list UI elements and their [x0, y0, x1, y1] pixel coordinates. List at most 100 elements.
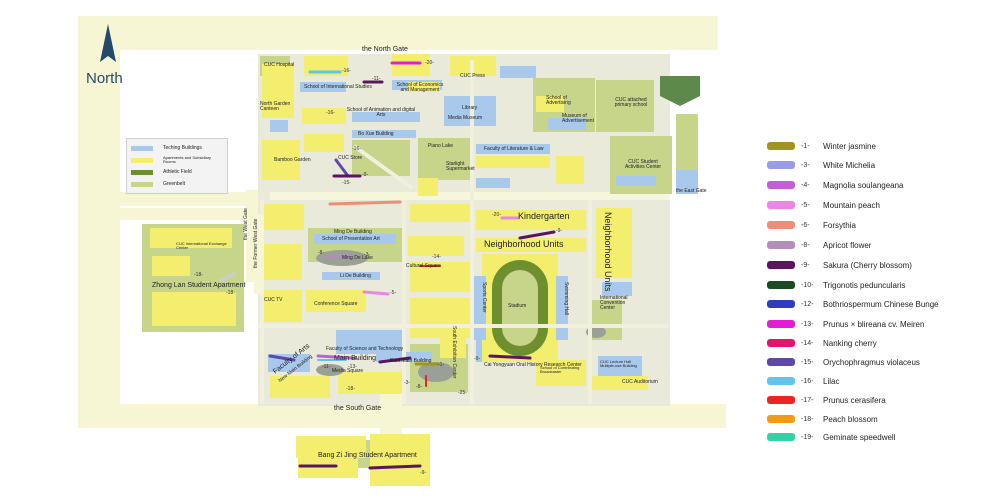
legend-row-15: -15- Orychophragmus violaceus [767, 354, 920, 370]
compass-arrow [100, 24, 116, 62]
legend-name-9: Sakura (Cherry blossom) [823, 260, 912, 270]
bld-kind-w [410, 204, 472, 222]
former-west-gate-bar [254, 214, 264, 294]
north-gate-label: the North Gate [362, 46, 408, 53]
legend-number-8: -8- [801, 241, 810, 249]
marker-text: -20- [425, 60, 434, 66]
label-cuc-tv: CUC TV [264, 297, 283, 303]
legend-number-5: -5- [801, 201, 810, 209]
marker-text: -8- [416, 384, 423, 390]
label-cuc-press: CUC Press [460, 73, 486, 79]
label-lit-law: Faculty of Literature & Law [484, 146, 544, 152]
key-row-teaching: Teching Buildings [131, 143, 202, 153]
legend-row-8: -8- Apricot flower [767, 237, 871, 253]
legend-name-4: Magnolia soulangeana [823, 180, 904, 190]
marker-text: -3- [364, 252, 371, 258]
bld-sculpture [536, 360, 586, 386]
legend-number-10: -10- [801, 281, 814, 289]
legend-number-1: -1- [801, 142, 810, 150]
north-road [78, 16, 718, 50]
label-intl-studies: School of International Studies [304, 84, 372, 90]
bld-west-mid [262, 204, 304, 230]
legend-name-17: Prunus cerasifera [823, 395, 886, 405]
marker-5 [362, 290, 390, 296]
marker-text: -11- [372, 76, 381, 82]
legend-row-17: -17- Prunus cerasifera [767, 392, 886, 408]
green-primary [596, 80, 654, 132]
bld-litlaw [476, 144, 550, 154]
bld-anim-yellow [302, 108, 346, 124]
former-west-gate-label: the Former West Gate [253, 218, 259, 268]
legend-swatch-1 [767, 142, 795, 150]
legend-name-1: Winter jasmine [823, 141, 876, 151]
legend-number-19: -19- [801, 433, 814, 441]
marker-text: -8- [318, 250, 325, 256]
bld-south-m [338, 372, 404, 394]
label-science-tech: Faculty of Science and Technology [326, 346, 404, 352]
legend-swatch-5 [767, 201, 795, 209]
legend-name-14: Nanking cherry [823, 338, 877, 348]
bld-bang3 [298, 458, 358, 478]
bld-museum-ad [548, 118, 586, 130]
bld-cultural-n [408, 236, 464, 256]
label-cai-yongyuan: Cai Yongyuan Oral History Research Cente… [484, 362, 582, 368]
legend-name-16: Lilac [823, 376, 840, 386]
zhong-lan-b [152, 256, 190, 276]
marker-9-main [378, 356, 412, 364]
label-advertising: School of Advertising [546, 95, 571, 106]
bld-hospital-side [270, 120, 288, 132]
south-gate-road [380, 394, 402, 434]
marker-text: -16- [342, 68, 351, 74]
bld-bamboo [262, 140, 300, 180]
label-cuc-hospital: CUC Hospital [264, 62, 295, 68]
label-economics: School of Economics and Management [396, 82, 444, 93]
marker-text: -9- [362, 172, 369, 178]
legend-row-6: -6- Forsythia [767, 217, 856, 233]
bld-lide [322, 272, 380, 280]
label-intl-conv: International Convention Center [600, 295, 628, 311]
legend-number-13: -13- [801, 320, 814, 328]
green-right [676, 114, 698, 170]
legend-swatch-4 [767, 181, 795, 189]
west-branch-road [120, 208, 260, 220]
marker-text: -3- [404, 380, 411, 386]
legend-number-18: -18- [801, 415, 814, 423]
media-square-pond [316, 364, 344, 376]
label-cuc-store: CUC Store [338, 155, 363, 161]
legend-row-1: -1- Winter jasmine [767, 138, 876, 154]
bld-mid-east [556, 156, 584, 184]
key-label-apartments: Apartments and Subsidiary Rooms [163, 155, 212, 164]
marker-15 [334, 158, 350, 178]
label-activities: CUC Student Activities Center [624, 159, 662, 170]
legend-swatch-10 [767, 281, 795, 289]
bld-intl [300, 82, 346, 92]
marker-text: -11- [322, 364, 331, 370]
bld-tv-n [264, 244, 302, 280]
legend-row-16: -16- Lilac [767, 373, 839, 389]
label-cultural: Cultural Square [406, 263, 441, 269]
label-zhong-lan: Zhong Lan Student Apartment [152, 282, 246, 289]
label-stadium: Stadium [508, 303, 527, 309]
bld-litlaw2 [476, 178, 510, 188]
legend-name-15: Orychophragmus violaceus [823, 357, 920, 367]
east-gate-label: the East Gate [676, 188, 707, 194]
label-primary-school: CUC attached primary school [614, 97, 648, 108]
marker-text: -4- [352, 356, 359, 362]
legend-row-3: -3- White Michelia [767, 157, 875, 173]
key-label-greenbelt: Greenbelt [163, 180, 185, 187]
label-bamboo: Bamboo Garden [274, 157, 311, 163]
bld-press [500, 66, 536, 78]
marker-text: -18- [194, 272, 203, 278]
marker-text: -9- [474, 356, 481, 362]
legend-number-3: -3- [801, 161, 810, 169]
key-row-greenbelt: Greenbelt [131, 179, 185, 189]
key-swatch-apartments [131, 157, 153, 163]
legend-name-10: Trigonotis peduncularis [823, 280, 906, 290]
label-sports: Sports Center [481, 282, 487, 313]
marker-text: -16- [352, 146, 361, 152]
legend-swatch-15 [767, 358, 795, 366]
legend-name-12: Bothriospermum Chinese Bunge [823, 299, 939, 309]
zhong-lan-a [150, 228, 232, 248]
